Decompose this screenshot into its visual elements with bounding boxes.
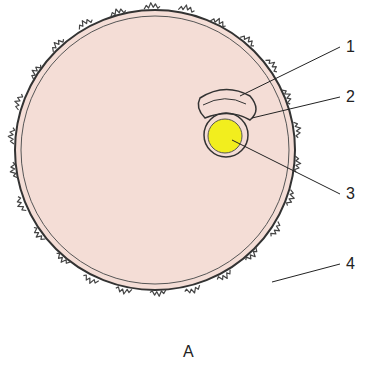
polar-body — [198, 89, 256, 120]
nucleus-region — [198, 89, 256, 157]
callout-number: 3 — [346, 186, 355, 202]
leader-line — [240, 47, 340, 96]
follicle-cell — [217, 270, 230, 280]
nuclear-envelope — [204, 113, 248, 157]
nucleus — [208, 119, 242, 153]
follicle-cell — [17, 197, 26, 211]
follicle-cell — [271, 222, 280, 237]
follicle-cell — [34, 228, 45, 240]
leader-line — [252, 97, 340, 118]
follicle-cell — [294, 156, 300, 172]
follicle-cell — [246, 247, 257, 260]
figure-letter: A — [183, 344, 194, 360]
follicle-cell — [32, 65, 41, 80]
leader-lines — [232, 47, 340, 282]
callout-number: 2 — [346, 89, 355, 105]
follicle-cell — [57, 253, 71, 263]
follicle-cell — [111, 9, 126, 17]
polar-body-line — [203, 99, 246, 105]
follicle-cell — [178, 5, 194, 12]
corona-radiata — [8, 3, 300, 297]
follicle-cell — [150, 290, 166, 297]
leader-line — [232, 140, 340, 194]
follicle-cell — [116, 287, 132, 294]
leader-line — [272, 264, 340, 282]
zona-pellucida — [21, 16, 289, 284]
follicle-cell — [287, 190, 295, 206]
callout-number: 4 — [346, 256, 355, 272]
follicle-cell — [144, 3, 160, 10]
follicle-cell — [294, 122, 301, 138]
callout-number: 1 — [346, 39, 355, 55]
follicle-cell — [266, 60, 277, 72]
follicle-cell — [282, 90, 291, 104]
follicle-cell — [83, 275, 98, 283]
follicle-cell — [79, 20, 92, 30]
follicle-cell — [240, 36, 254, 46]
follicle-cell — [53, 39, 64, 52]
follicle-cell — [15, 94, 23, 110]
follicle-cell — [8, 128, 14, 144]
follicle-cell — [210, 19, 225, 27]
follicle-cell — [185, 285, 200, 293]
follicle-cell — [10, 162, 17, 178]
